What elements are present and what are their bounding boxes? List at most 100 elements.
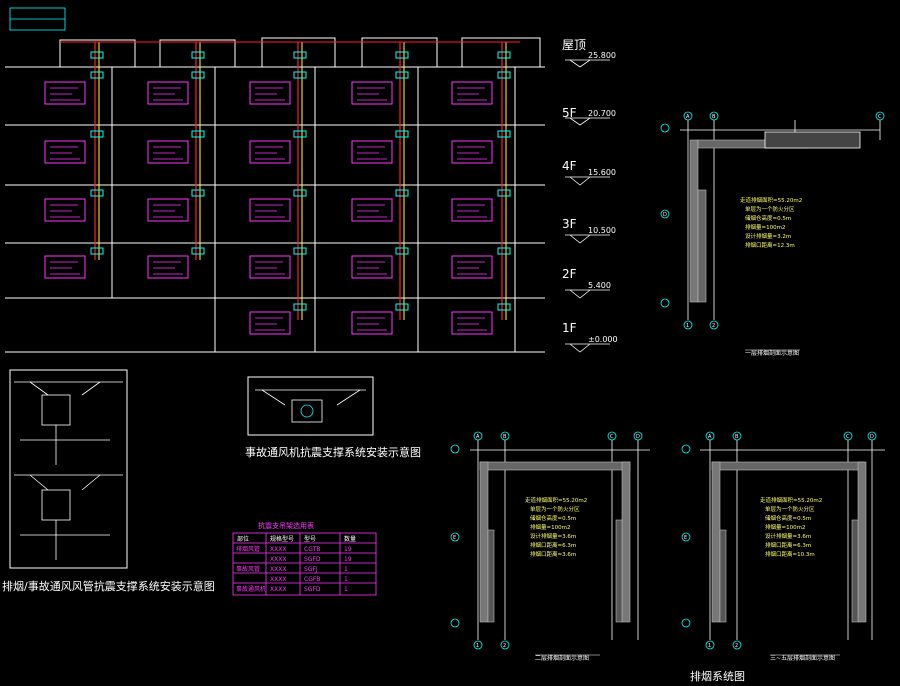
section-c: A B C D E 1 2 走道排烟面积=55.20m2 单层为一个防火分区 储… bbox=[681, 431, 885, 662]
svg-text:走道排烟面积=55.20m2: 走道排烟面积=55.20m2 bbox=[525, 496, 587, 504]
table-cell: CGFB bbox=[304, 576, 320, 583]
table-cell: 1 bbox=[344, 576, 348, 583]
fan-support-title: 事故通风机抗震支撑系统安装示意图 bbox=[245, 445, 421, 459]
level-label-4f: 4F bbox=[562, 159, 577, 173]
equipment-text-lines bbox=[50, 87, 487, 331]
section-c-caption: 三~五层排烟剖面示意图 bbox=[770, 654, 835, 662]
table-cell: 19 bbox=[344, 556, 352, 563]
axis-label: A bbox=[686, 114, 690, 120]
section-a-caption: 一层排烟剖面示意图 bbox=[745, 349, 799, 357]
table-cell: 排烟风管 bbox=[236, 545, 260, 553]
level-value-2f: 5.400 bbox=[588, 281, 611, 290]
floor-slab-lines bbox=[5, 37, 545, 353]
svg-text:设计排烟量=3.6m: 设计排烟量=3.6m bbox=[530, 532, 576, 540]
level-value-1f: ±0.000 bbox=[588, 335, 618, 344]
roof-shaft bbox=[764, 131, 861, 149]
smoke-system-title: 排烟系统图 bbox=[690, 669, 745, 683]
axis-label: D bbox=[663, 212, 667, 218]
axis-label: A bbox=[476, 434, 480, 440]
svg-text:设计排烟量=3.2m: 设计排烟量=3.2m bbox=[745, 232, 791, 240]
table-header: 规格型号 bbox=[270, 535, 294, 543]
table-cell: XXXX bbox=[270, 586, 286, 593]
svg-text:储烟仓高度=0.5m: 储烟仓高度=0.5m bbox=[745, 214, 791, 222]
level-value-5f: 20.700 bbox=[588, 109, 616, 118]
elevation-schematic: 屋顶 25.800 5F 20.700 4F 15.600 3F 10.500 … bbox=[5, 7, 618, 353]
svg-text:排烟量=100m2: 排烟量=100m2 bbox=[530, 523, 570, 531]
table-cell: XXXX bbox=[270, 576, 286, 583]
section-c-notes: 走道排烟面积=55.20m2 单层为一个防火分区 储烟仓高度=0.5m 排烟量=… bbox=[760, 496, 822, 558]
legend-block bbox=[9, 7, 66, 31]
svg-text:走道排烟面积=55.20m2: 走道排烟面积=55.20m2 bbox=[760, 496, 822, 504]
level-label-1f: 1F bbox=[562, 321, 577, 335]
section-b-notes: 走道排烟面积=55.20m2 单层为一个防火分区 储烟仓高度=0.5m 排烟量=… bbox=[525, 496, 587, 558]
level-label-5f: 5F bbox=[562, 106, 577, 120]
axis-label: B bbox=[503, 434, 507, 440]
table-cell: 事故风管 bbox=[236, 565, 260, 573]
level-value-roof: 25.800 bbox=[588, 51, 616, 60]
svg-text:排烟口距离=3.6m: 排烟口距离=3.6m bbox=[530, 550, 576, 558]
axis-label: C bbox=[610, 434, 614, 440]
svg-text:排烟量=100m2: 排烟量=100m2 bbox=[765, 523, 805, 531]
table-cell: XXXX bbox=[270, 546, 286, 553]
table-cell: 1 bbox=[344, 566, 348, 573]
svg-text:走道排烟面积=55.20m2: 走道排烟面积=55.20m2 bbox=[740, 196, 802, 204]
equipment-blocks bbox=[44, 81, 493, 335]
level-markers bbox=[565, 59, 610, 353]
svg-text:单层为一个防火分区: 单层为一个防火分区 bbox=[765, 505, 815, 513]
axis-label: 1 bbox=[708, 643, 711, 649]
axis-label: B bbox=[712, 114, 716, 120]
table-header: 型号 bbox=[304, 535, 316, 543]
level-label-roof: 屋顶 bbox=[562, 38, 586, 52]
svg-text:排烟口距离=6.3m: 排烟口距离=6.3m bbox=[530, 541, 576, 549]
axis-label: 1 bbox=[476, 643, 479, 649]
section-b-caption: 二层排烟剖面示意图 bbox=[535, 654, 589, 662]
support-table: 抗震支吊架选用表 部位 规格型号 型号 数量 排烟风管 XXXX CGTB 19… bbox=[232, 521, 377, 596]
table-cell: 1 bbox=[344, 586, 348, 593]
axis-label: C bbox=[846, 434, 850, 440]
axis-label: B bbox=[735, 434, 739, 440]
section-b: A B C D E 1 2 走道排烟面积=55.20m2 单层为一个防火分区 储… bbox=[450, 431, 650, 662]
svg-text:排烟口距离=10.3m: 排烟口距离=10.3m bbox=[765, 550, 815, 558]
table-cell: CGTB bbox=[304, 546, 320, 553]
axis-label: D bbox=[636, 434, 640, 440]
duct-support-title: 排烟/事故通风风管抗震支撑系统安装示意图 bbox=[2, 579, 215, 593]
axis-label: 2 bbox=[735, 643, 738, 649]
table-header: 部位 bbox=[237, 535, 249, 543]
axis-label: 2 bbox=[712, 323, 715, 329]
table-cell: SGFJ bbox=[304, 566, 318, 573]
section-a: A B C D 1 2 走道排烟面积=55.20m2 单层为一个防火分区 储烟仓… bbox=[660, 111, 885, 357]
table-cell: XXXX bbox=[270, 556, 286, 563]
axis-label: C bbox=[878, 114, 882, 120]
svg-text:排烟口距离=6.3m: 排烟口距离=6.3m bbox=[765, 541, 811, 549]
support-table-title: 抗震支吊架选用表 bbox=[258, 521, 314, 530]
table-header: 数量 bbox=[344, 535, 356, 543]
level-label-2f: 2F bbox=[562, 267, 577, 281]
table-cell: 事故通风机 bbox=[236, 585, 266, 593]
svg-text:单层为一个防火分区: 单层为一个防火分区 bbox=[530, 505, 580, 513]
level-label-3f: 3F bbox=[562, 217, 577, 231]
axis-label: E bbox=[684, 535, 687, 541]
table-cell: XXXX bbox=[270, 566, 286, 573]
svg-text:储烟仓高度=0.5m: 储烟仓高度=0.5m bbox=[765, 514, 811, 522]
axis-label: E bbox=[453, 535, 456, 541]
level-value-4f: 15.600 bbox=[588, 168, 616, 177]
table-cell: 19 bbox=[344, 546, 352, 553]
table-cell: SGFD bbox=[304, 556, 321, 563]
axis-bubbles bbox=[660, 111, 885, 330]
fan-support-detail: 事故通风机抗震支撑系统安装示意图 bbox=[245, 376, 421, 459]
riser-valves bbox=[90, 51, 511, 311]
table-cell: SGFD bbox=[304, 586, 321, 593]
axis-label: 1 bbox=[686, 323, 689, 329]
axis-label: A bbox=[708, 434, 712, 440]
svg-text:储烟仓高度=0.5m: 储烟仓高度=0.5m bbox=[530, 514, 576, 522]
wall-hatch bbox=[689, 139, 699, 303]
axis-label: D bbox=[870, 434, 874, 440]
svg-text:排烟口距离=12.3m: 排烟口距离=12.3m bbox=[745, 241, 795, 249]
svg-text:单层为一个防火分区: 单层为一个防火分区 bbox=[745, 205, 795, 213]
level-value-3f: 10.500 bbox=[588, 226, 616, 235]
duct-support-detail: 排烟/事故通风风管抗震支撑系统安装示意图 bbox=[2, 369, 215, 593]
section-a-notes: 走道排烟面积=55.20m2 单层为一个防火分区 储烟仓高度=0.5m 排烟量=… bbox=[740, 196, 802, 249]
axis-label: 2 bbox=[503, 643, 506, 649]
svg-text:排烟量=100m2: 排烟量=100m2 bbox=[745, 223, 785, 231]
